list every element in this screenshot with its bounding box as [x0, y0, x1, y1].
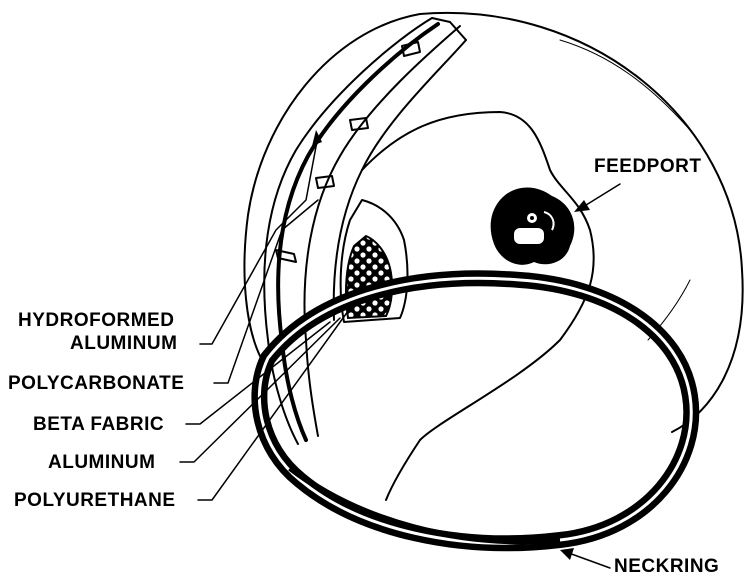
shell-layer-hydroformed — [278, 24, 438, 440]
neckring-ring — [259, 278, 691, 543]
label-beta-fabric: BETA FABRIC — [33, 414, 164, 435]
label-aluminum: ALUMINUM — [48, 452, 155, 473]
label-polyurethane: POLYURETHANE — [14, 490, 176, 511]
leader-polyurethane — [198, 300, 356, 500]
label-neckring: NECKRING — [614, 556, 719, 577]
leader-neckring — [566, 552, 610, 568]
helmet-bubble-outline — [420, 13, 743, 432]
label-feedport: FEEDPORT — [594, 156, 701, 177]
label-hydroformed-aluminum-line1: HYDROFORMED — [18, 310, 174, 331]
label-polycarbonate: POLYCARBONATE — [8, 373, 184, 394]
feedport-fitting — [491, 187, 575, 264]
visor-edge — [362, 112, 594, 500]
shell-layer-polycarbonate — [304, 26, 460, 436]
label-hydroformed-aluminum-line2: ALUMINUM — [70, 333, 177, 354]
bubble-highlight — [560, 40, 690, 130]
